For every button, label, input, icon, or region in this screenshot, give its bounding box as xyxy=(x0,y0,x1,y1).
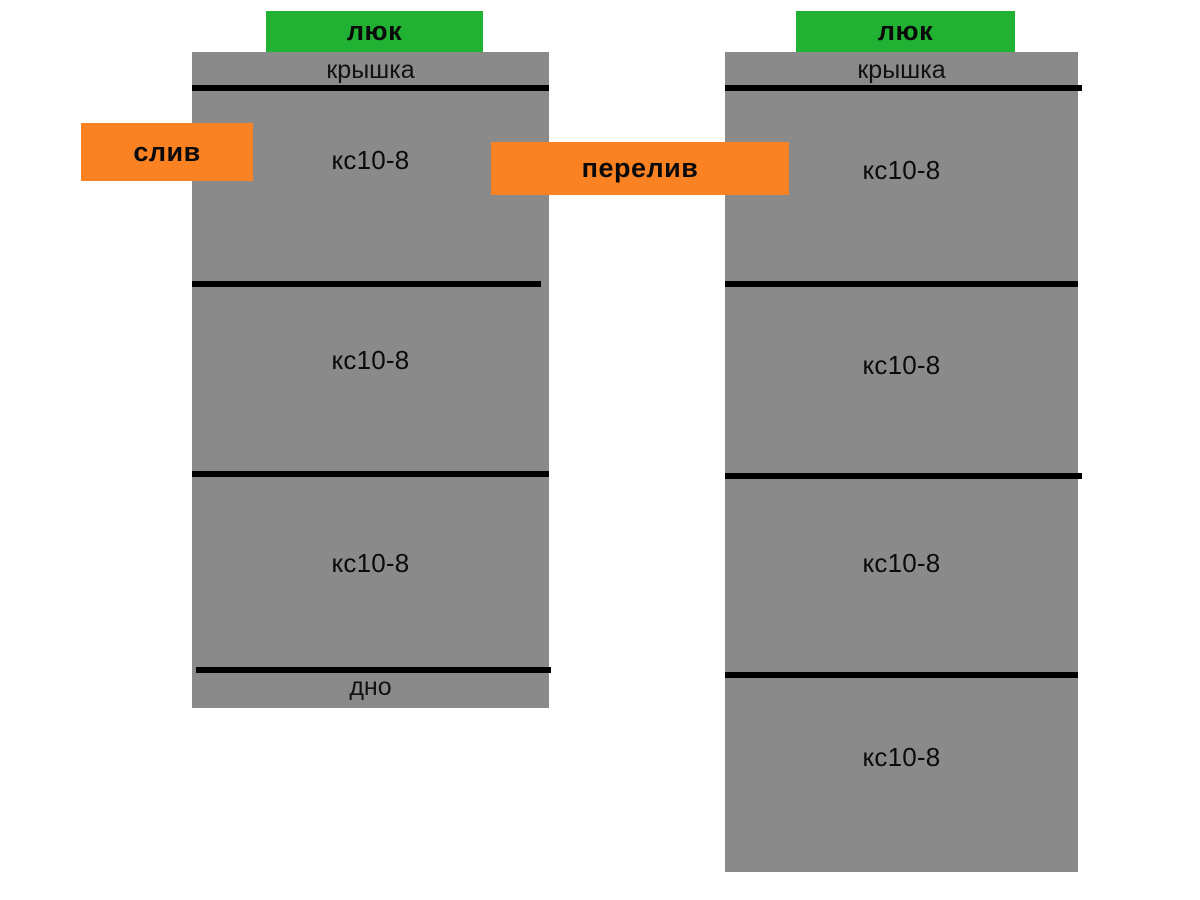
left-well-ring-label-2: кс10-8 xyxy=(331,345,410,375)
right-well-joint-3 xyxy=(725,672,1078,678)
right-well-cover-label: крышка xyxy=(857,56,946,84)
left-well-joint-bottom xyxy=(196,667,551,673)
left-well-ring-label-3: кс10-8 xyxy=(331,548,410,578)
right-well-joint-cover xyxy=(725,85,1082,91)
left-well-cover-label: крышка xyxy=(326,56,415,84)
right-well-ring-label-2: кс10-8 xyxy=(862,350,941,380)
left-well-bottom-label: дно xyxy=(349,673,392,701)
overflow-pipe[interactable]: перелив xyxy=(491,142,789,195)
right-well-ring-label-1: кс10-8 xyxy=(862,155,941,185)
left-well-hatch[interactable]: люк xyxy=(266,11,483,52)
right-well-hatch-label: люк xyxy=(877,16,934,46)
left-well-joint-2 xyxy=(192,471,549,477)
drain-pipe-label: слив xyxy=(133,136,201,167)
right-well-ring-label-3: кс10-8 xyxy=(862,548,941,578)
left-well-joint-cover xyxy=(192,85,549,91)
left-well-ring-label-1: кс10-8 xyxy=(331,145,410,175)
left-well-hatch-label: люк xyxy=(346,16,403,46)
overflow-pipe-label: перелив xyxy=(581,153,699,183)
right-well-joint-2 xyxy=(725,473,1082,479)
right-well-joint-1 xyxy=(725,281,1078,287)
left-well-joint-1 xyxy=(192,281,541,287)
right-well-ring-label-4: кс10-8 xyxy=(862,742,941,772)
drain-pipe[interactable]: слив xyxy=(81,123,253,181)
right-well-hatch[interactable]: люк xyxy=(796,11,1015,52)
